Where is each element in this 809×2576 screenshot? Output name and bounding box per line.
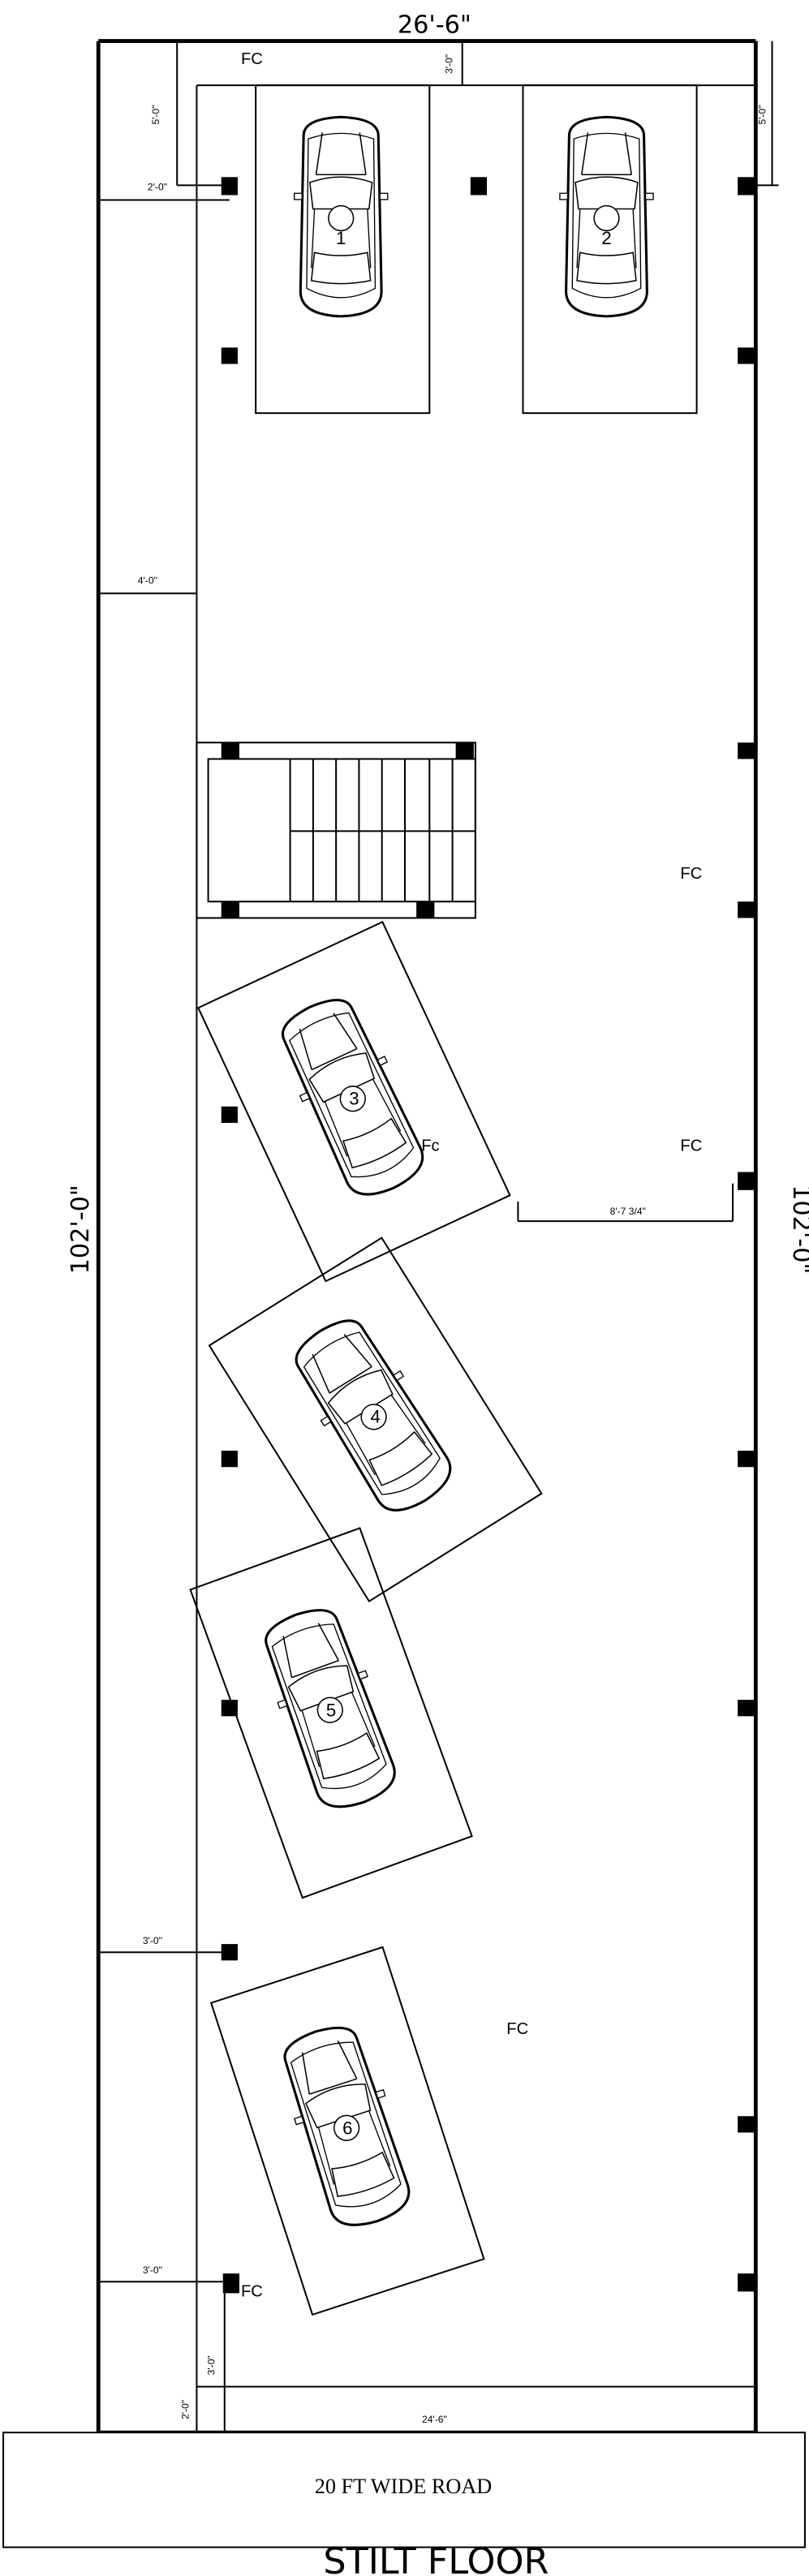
spot-number: 5 <box>326 1700 336 1720</box>
dim-bottom-left-vertical: 2'-0" <box>179 2400 191 2419</box>
column <box>221 177 238 196</box>
left-length-dimension: 102'-0" <box>67 1185 95 1274</box>
column <box>738 1172 755 1190</box>
columns <box>221 177 755 2294</box>
column <box>455 742 474 759</box>
column <box>738 901 755 918</box>
spot-number: 6 <box>342 2118 352 2138</box>
spot-number: 2 <box>601 228 611 248</box>
column <box>221 1106 238 1123</box>
column <box>738 2273 755 2292</box>
parking-spot-5: 5 <box>189 1527 473 1899</box>
column <box>222 2273 239 2294</box>
column <box>738 1700 755 1717</box>
fc-label: FC <box>241 2282 263 2300</box>
spot-number: 3 <box>349 1089 359 1109</box>
dim-bottom-width: 24'-6" <box>422 2414 447 2425</box>
width-dimension: 26'-6" <box>398 11 471 39</box>
parking-spot-3: 3 <box>196 920 511 1283</box>
dim-top-left-vertical: 5'-0" <box>150 105 161 124</box>
column <box>470 177 488 196</box>
column <box>738 742 755 759</box>
fc-label: Fc <box>421 1137 439 1155</box>
column <box>221 742 239 759</box>
column <box>221 1451 238 1468</box>
road <box>2 2432 806 2548</box>
road-label: 20 FT WIDE ROAD <box>315 2475 493 2498</box>
column <box>221 347 238 364</box>
column <box>416 901 435 918</box>
spot-number: 4 <box>370 1407 380 1427</box>
column <box>738 2116 755 2133</box>
column <box>221 1944 238 1961</box>
parking-spot-4: 4 <box>208 1236 543 1603</box>
fc-label: FC <box>506 2020 528 2038</box>
column <box>738 1451 755 1468</box>
dim-top-right-vertical: 5'-0" <box>756 105 768 124</box>
column <box>738 347 755 364</box>
dim-top-middle-vertical: 3'-0" <box>444 54 455 74</box>
dim-top-left-horizontal: 2'-0" <box>148 181 167 192</box>
right-length-dimension: 102'-0" <box>787 1185 809 1274</box>
dim-lower-left-1: 3'-0" <box>143 1935 162 1946</box>
fc-label: FC <box>680 1137 702 1155</box>
dim-left-setback: 4'-0" <box>138 574 157 586</box>
column <box>738 177 755 196</box>
car-icon <box>293 115 389 318</box>
column <box>221 901 239 918</box>
fc-label: FC <box>680 865 702 883</box>
dim-drive-aisle: 8'-7 3/4" <box>610 1206 646 1217</box>
dim-bottom-setback: 3'-0" <box>206 2355 217 2375</box>
fc-label: FC <box>241 50 263 68</box>
spot-number: 1 <box>336 228 346 248</box>
dim-lower-left-2: 3'-0" <box>143 2264 162 2276</box>
column <box>221 1700 238 1717</box>
parking-spot-2: 2 <box>522 84 698 415</box>
drawing-title: STILT FLOOR <box>323 2541 549 2576</box>
parking-spot-1: 1 <box>255 84 431 415</box>
staircase <box>196 742 476 919</box>
parking-spot-6: 6 <box>209 1946 485 2316</box>
car-icon <box>558 115 655 318</box>
